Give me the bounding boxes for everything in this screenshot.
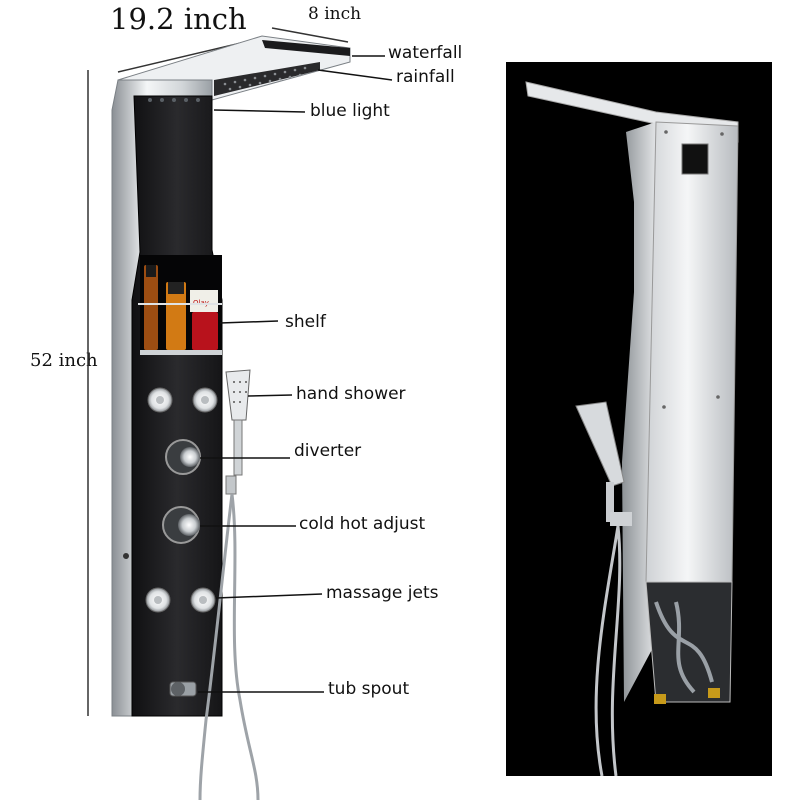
rainfall-nozzles [223,66,307,91]
shower-hose [230,493,260,800]
callout-line-rainfall [317,69,393,81]
hand-shower-handle [233,419,243,476]
shelf-base [140,350,222,355]
blue-light-strip [148,98,200,102]
bottle-1 [144,265,158,350]
cold-hot-adjust-label: cold hot adjust [299,514,426,534]
back-vent [681,143,709,175]
waterfall-lip [262,40,350,56]
back-hose-bracket [610,512,632,526]
bottle-2 [166,282,186,350]
rainfall-label: rainfall [396,67,455,87]
hand-shower-head [225,369,251,421]
callout-line-massage-jets [215,593,323,599]
top-canopy [117,35,351,101]
shelf-label: shelf [285,312,326,332]
depth-dimension-line [271,27,349,43]
depth-dimension-label: 8 inch [308,4,362,24]
callout-line-hand-shower [247,394,293,397]
back-view-photo [506,62,772,776]
tube-product [190,290,218,312]
massage-jets-label: massage jets [326,583,439,603]
callout-line-shelf [219,320,279,324]
callout-line-blue-light [213,109,306,113]
side-hole [123,553,129,559]
jar-product [192,312,218,350]
back-steel-panel [645,121,739,583]
width-dimension-label: 19.2 inch [110,2,247,36]
back-hand-shower [575,401,625,487]
hose-holder [225,475,237,495]
back-shower-hose [610,525,622,776]
tub-spout-label: tub spout [328,679,410,699]
black-front-panel [131,95,223,717]
hand-shower-label: hand shower [296,384,406,404]
blue-light-label: blue light [310,101,390,121]
diverter-label: diverter [294,441,362,461]
height-dimension-label: 52 inch [30,350,98,371]
waterfall-label: waterfall [388,43,463,63]
